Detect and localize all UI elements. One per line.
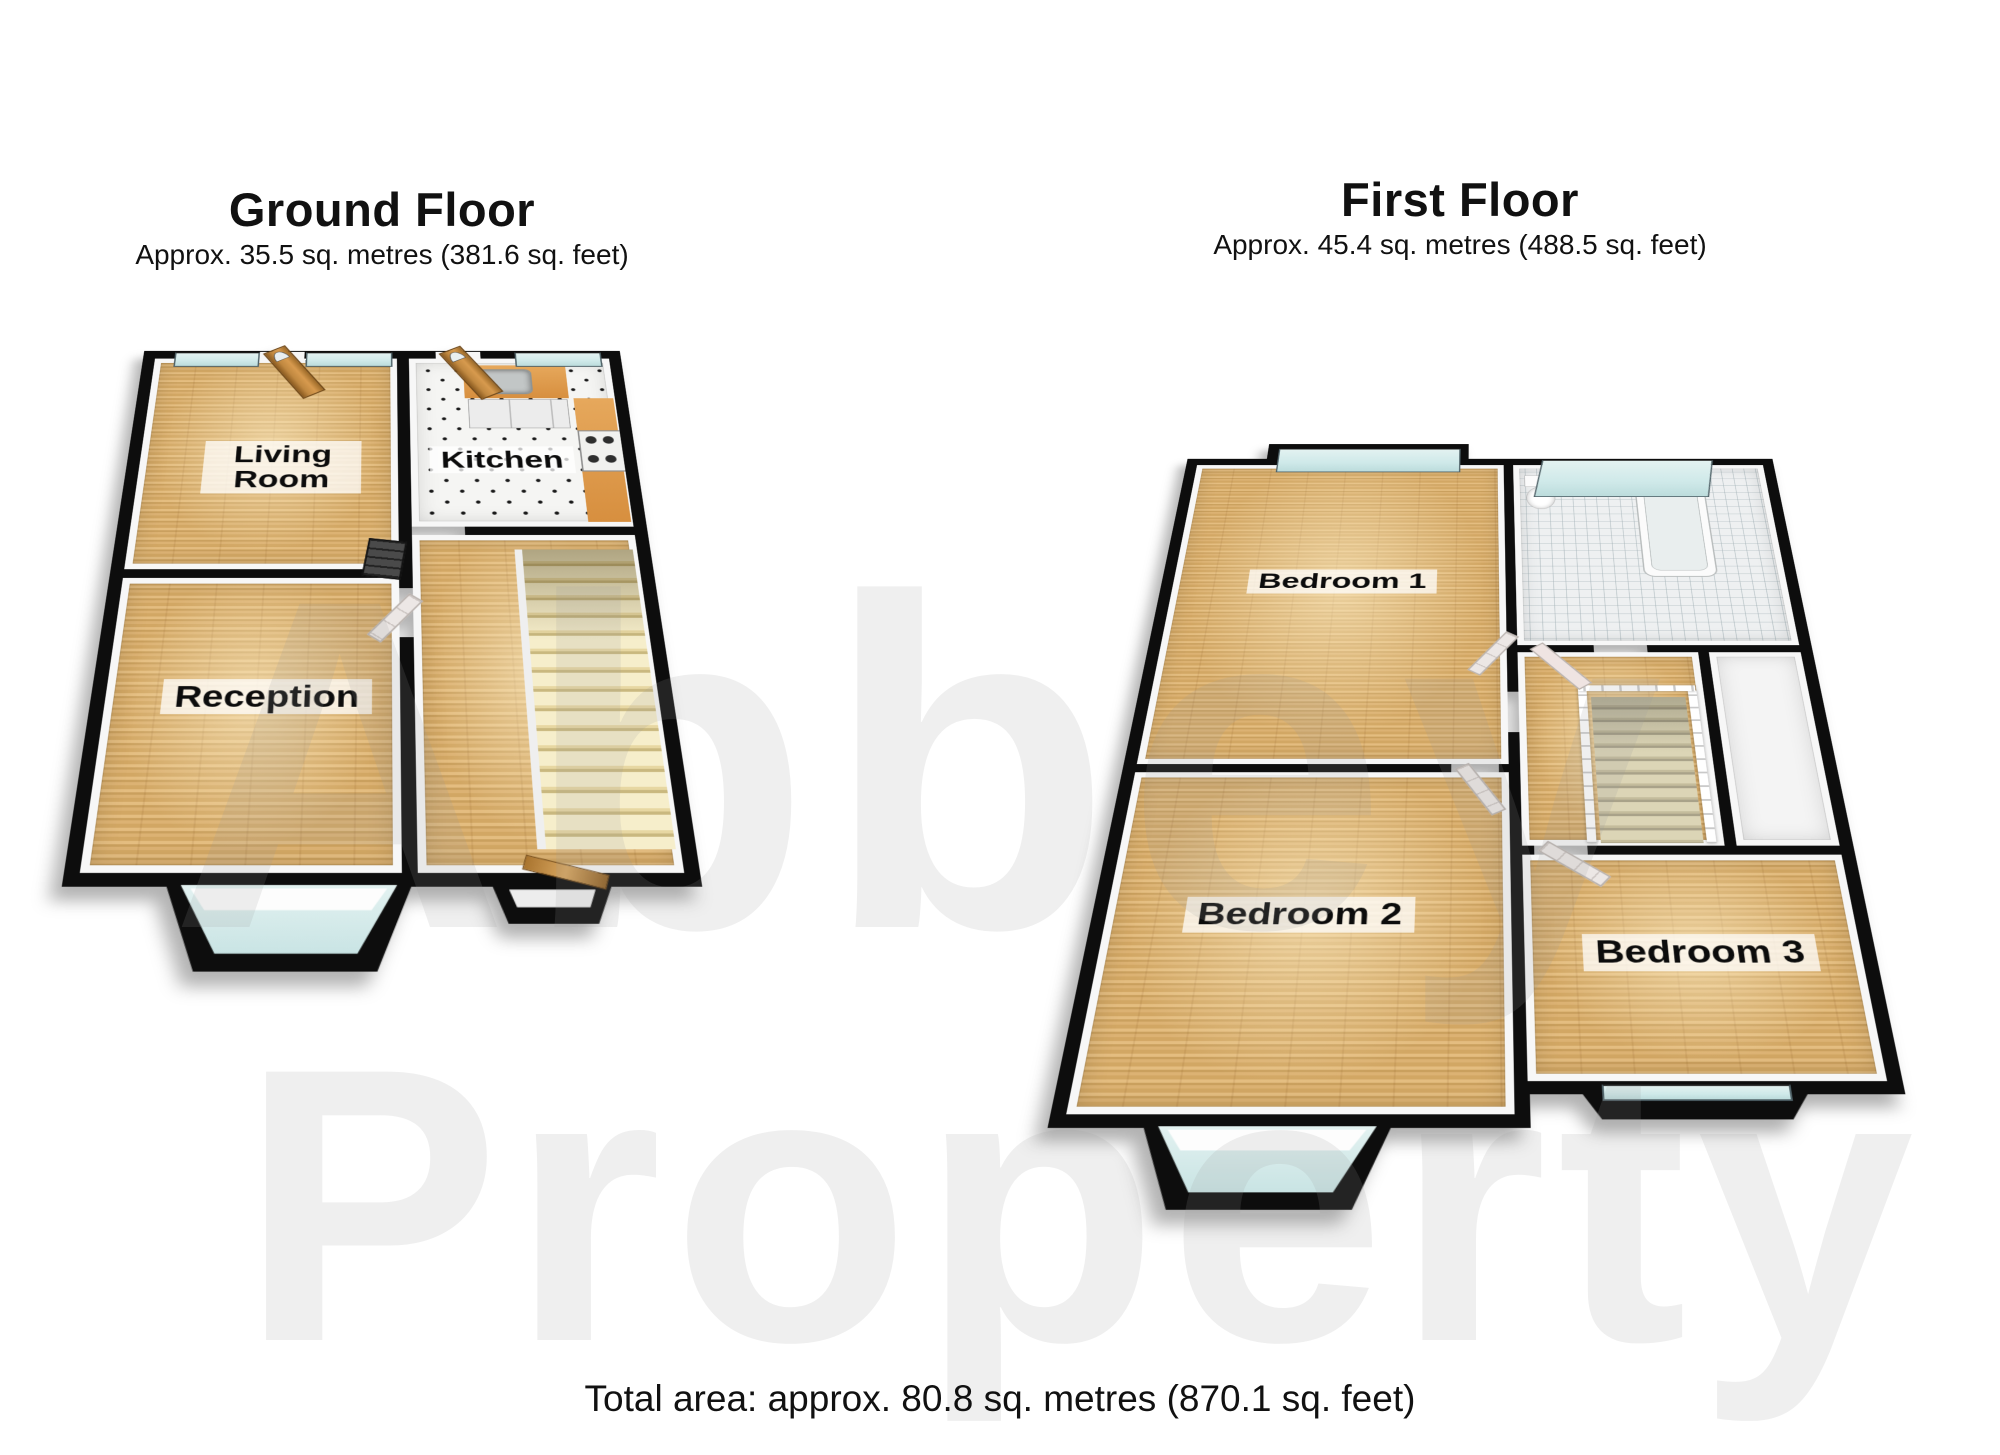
bedroom-1-floor	[1136, 465, 1509, 765]
window-bedroom-1	[1275, 448, 1461, 473]
wall-bed3-corner	[1510, 845, 1523, 855]
wall-bed1-bed2-end	[1498, 764, 1521, 773]
ground-floor-title: Ground Floor	[228, 183, 536, 236]
window-bedroom-3	[1601, 1084, 1794, 1101]
wall-living-reception	[122, 569, 400, 578]
bedroom-1-label: Bedroom 1	[1246, 569, 1438, 594]
window-kitchen	[514, 352, 603, 367]
ground-floor-plan: Living Room Kitchen Reception	[61, 345, 703, 885]
ground-floor-plan-body: Living Room Kitchen Reception	[61, 345, 703, 885]
bay-window-ground	[157, 885, 413, 972]
wall-landing-bed3	[1587, 845, 1856, 855]
kitchen-label: Kitchen	[429, 446, 577, 474]
bay-window-first	[1130, 1126, 1392, 1210]
living-room-label: Living Room	[200, 440, 362, 494]
wall-bed1-bed2	[1121, 764, 1452, 773]
bay-window-ground-sill	[188, 888, 387, 910]
wall-bathroom-landing	[1646, 645, 1813, 653]
reception-label: Reception	[159, 679, 373, 715]
banister-top	[1577, 685, 1696, 692]
first-floor-plan-body: Bedroom 1 Bedroom 2 Bedroom 3	[1045, 444, 1915, 1140]
window-living-right	[305, 352, 393, 367]
ground-floor-heading: Ground Floor Approx. 35.5 sq. metres (38…	[62, 182, 702, 271]
kitchen-cabinet	[467, 399, 571, 429]
window-bathroom	[1533, 459, 1713, 498]
wall-kitchen-hall	[464, 526, 635, 535]
bay-window-first-sill	[1164, 1129, 1366, 1150]
reception-floor	[79, 577, 402, 873]
first-floor-plan: Bedroom 1 Bedroom 2 Bedroom 3	[1045, 444, 1915, 1140]
total-area-text: Total area: approx. 80.8 sq. metres (870…	[584, 1378, 1416, 1419]
wall-outer-bottom-joint	[1514, 1081, 1531, 1128]
staircase-first	[1590, 697, 1704, 844]
ground-floor-area-subtitle: Approx. 35.5 sq. metres (381.6 sq. feet)	[135, 239, 629, 270]
bedroom-2-label: Bedroom 2	[1182, 896, 1416, 933]
bedroom-2-floor	[1066, 772, 1515, 1115]
porch-step	[492, 885, 616, 924]
bedroom-3-label: Bedroom 3	[1581, 934, 1821, 971]
wall-bed3-jamb	[1522, 845, 1535, 855]
first-floor-title: First Floor	[1341, 173, 1579, 226]
first-floor-heading: First Floor Approx. 45.4 sq. metres (488…	[1025, 172, 1895, 261]
window-living-left	[173, 352, 261, 367]
glazed-internal-door	[361, 538, 408, 580]
first-floor-area-subtitle: Approx. 45.4 sq. metres (488.5 sq. feet)	[1213, 229, 1707, 260]
